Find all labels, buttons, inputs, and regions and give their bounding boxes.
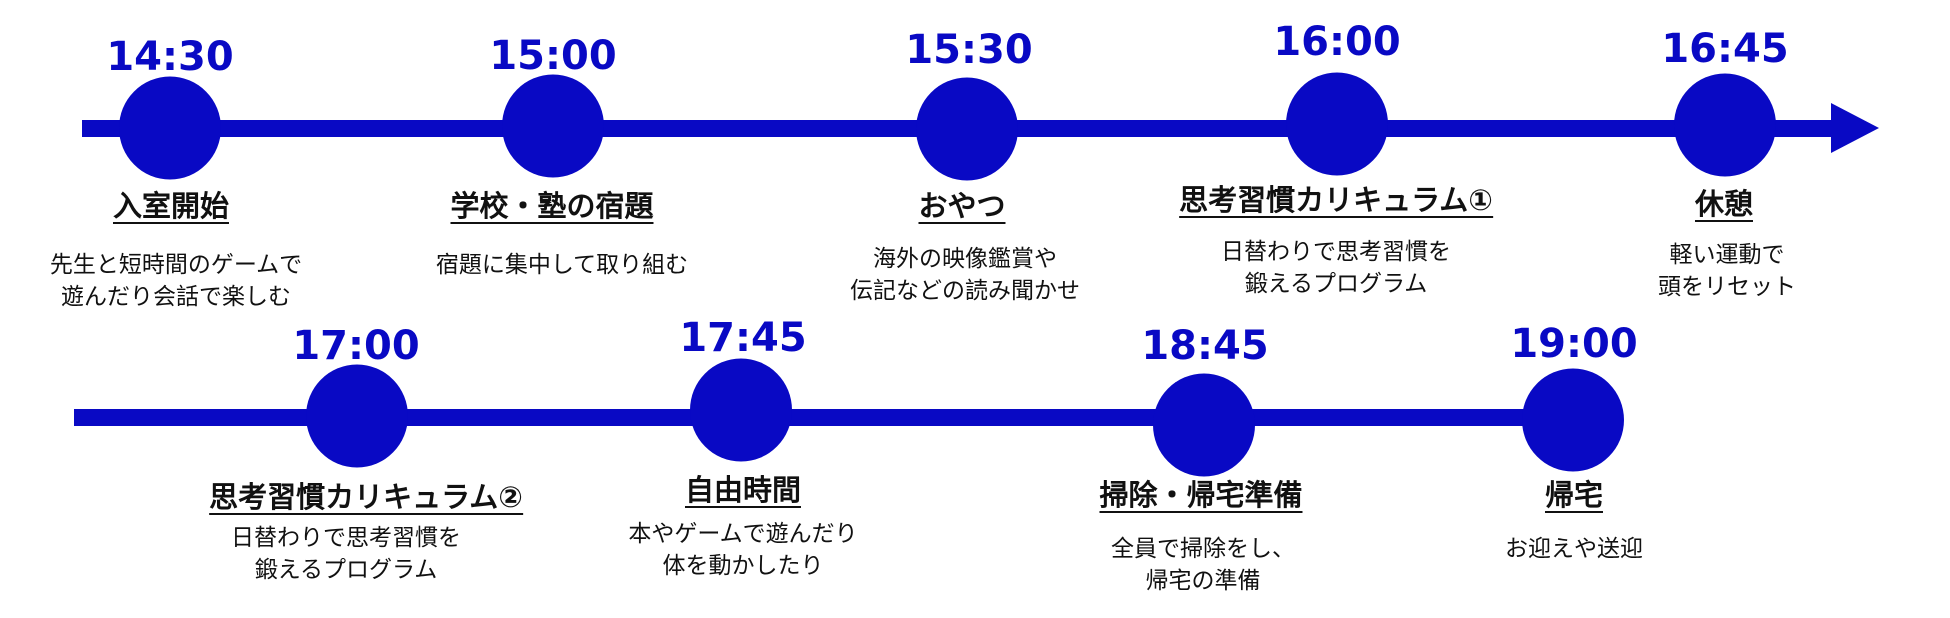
time-label: 19:00 <box>1510 321 1638 367</box>
event-title: 自由時間 <box>684 473 802 509</box>
timeline-dot <box>306 364 408 468</box>
time-label: 17:00 <box>292 323 420 369</box>
event-title: 思考習慣カリキュラム① <box>1179 183 1493 219</box>
timeline-dot <box>1153 373 1255 477</box>
description-line: 宿題に集中して取り組む <box>435 252 689 278</box>
time-label: 18:45 <box>1141 323 1269 369</box>
event-description: お迎えや送迎 <box>1505 533 1643 565</box>
time-label: 16:45 <box>1661 26 1789 72</box>
description-line: 全員で掃除をし、 <box>1111 536 1295 562</box>
event-title: おやつ <box>918 189 1006 225</box>
time-label: 15:30 <box>905 27 1033 73</box>
description-line: 遊んだり会話で楽しむ <box>61 284 291 310</box>
event-title: 学校・塾の宿題 <box>450 189 654 225</box>
timeline-line-row2 <box>74 409 1574 426</box>
timeline-dot <box>1674 73 1776 177</box>
event-title: 掃除・帰宅準備 <box>1099 478 1303 514</box>
description-line: 本やゲームで遊んだり <box>628 521 858 547</box>
timeline-dot <box>502 74 604 178</box>
timeline-dot <box>690 358 792 462</box>
description-line: 海外の映像鑑賞や <box>873 246 1057 272</box>
description-line: 鍛えるプログラム <box>1244 271 1428 297</box>
timeline-dot <box>1522 368 1624 472</box>
event-description: 本やゲームで遊んだり 体を動かしたり <box>628 518 857 582</box>
timeline-dot <box>1286 72 1388 176</box>
description-line: 先生と短時間のゲームで <box>49 252 303 278</box>
description-line: 伝記などの読み聞かせ <box>850 278 1080 304</box>
description-line: 日替わりで思考習慣を <box>231 525 461 551</box>
time-label: 15:00 <box>489 33 617 79</box>
event-description: 軽い運動で 頭をリセット <box>1658 239 1796 303</box>
time-label: 14:30 <box>106 34 234 80</box>
description-line: 鍛えるプログラム <box>254 557 438 583</box>
event-description: 先生と短時間のゲームで 遊んだり会話で楽しむ <box>50 249 302 313</box>
time-label: 17:45 <box>679 315 807 361</box>
event-description: 日替わりで思考習慣を 鍛えるプログラム <box>1221 236 1451 300</box>
event-description: 海外の映像鑑賞や 伝記などの読み聞かせ <box>850 243 1080 307</box>
event-title: 帰宅 <box>1544 478 1604 514</box>
event-description: 日替わりで思考習慣を 鍛えるプログラム <box>231 522 461 586</box>
description-line: 体を動かしたり <box>662 553 824 579</box>
description-line: 帰宅の準備 <box>1145 568 1261 594</box>
description-line: お迎えや送迎 <box>1505 536 1643 562</box>
arrow-right-icon <box>1831 103 1879 153</box>
event-title: 入室開始 <box>112 189 230 225</box>
timeline-dot <box>119 76 221 180</box>
event-title: 休憩 <box>1694 187 1754 223</box>
time-label: 16:00 <box>1273 19 1401 65</box>
event-title: 思考習慣カリキュラム② <box>209 480 523 516</box>
event-description: 宿題に集中して取り組む <box>436 249 688 281</box>
description-line: 軽い運動で <box>1669 242 1785 268</box>
event-description: 全員で掃除をし、 帰宅の準備 <box>1111 533 1295 597</box>
description-line: 日替わりで思考習慣を <box>1221 239 1451 265</box>
timeline-dot <box>916 77 1018 181</box>
description-line: 頭をリセット <box>1658 274 1796 300</box>
